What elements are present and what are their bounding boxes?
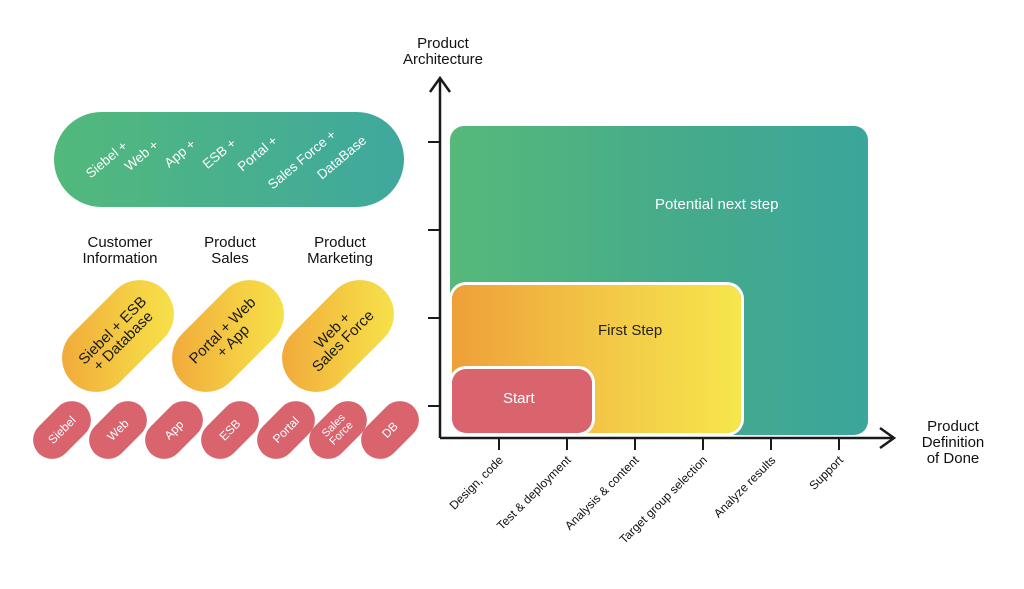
first-step-region: First Step — [452, 285, 741, 433]
header-line: Customer — [87, 234, 153, 251]
x-axis-title: Product Definition of Done — [908, 419, 998, 467]
axis-title-line: Product — [417, 35, 469, 52]
y-axis-title: Product Architecture — [398, 36, 488, 68]
axis-title-line: Architecture — [402, 51, 484, 68]
header-line: Sales — [211, 250, 249, 267]
column-header-product-sales: Product Sales — [175, 235, 285, 267]
header-line: Information — [82, 250, 158, 267]
column-header-customer-information: Customer Information — [65, 235, 175, 267]
column-header-product-marketing: Product Marketing — [285, 235, 395, 267]
start-label: Start — [503, 390, 535, 407]
axis-title-line: Product — [927, 418, 979, 435]
y-axis-arrow-icon — [428, 75, 452, 93]
full-stack-pill: Siebel + Web + App + ESB + Portal + Sale… — [54, 112, 404, 207]
axis-title-line: Definition — [921, 434, 985, 451]
axis-title-line: of Done — [926, 450, 980, 467]
start-region: Start — [452, 369, 592, 433]
x-axis-arrow-icon — [879, 426, 897, 450]
header-line: Product — [204, 234, 256, 251]
header-line: Marketing — [307, 250, 373, 267]
first-step-label: First Step — [598, 322, 663, 339]
potential-next-step-label: Potential next step — [655, 196, 779, 213]
header-line: Product — [314, 234, 366, 251]
